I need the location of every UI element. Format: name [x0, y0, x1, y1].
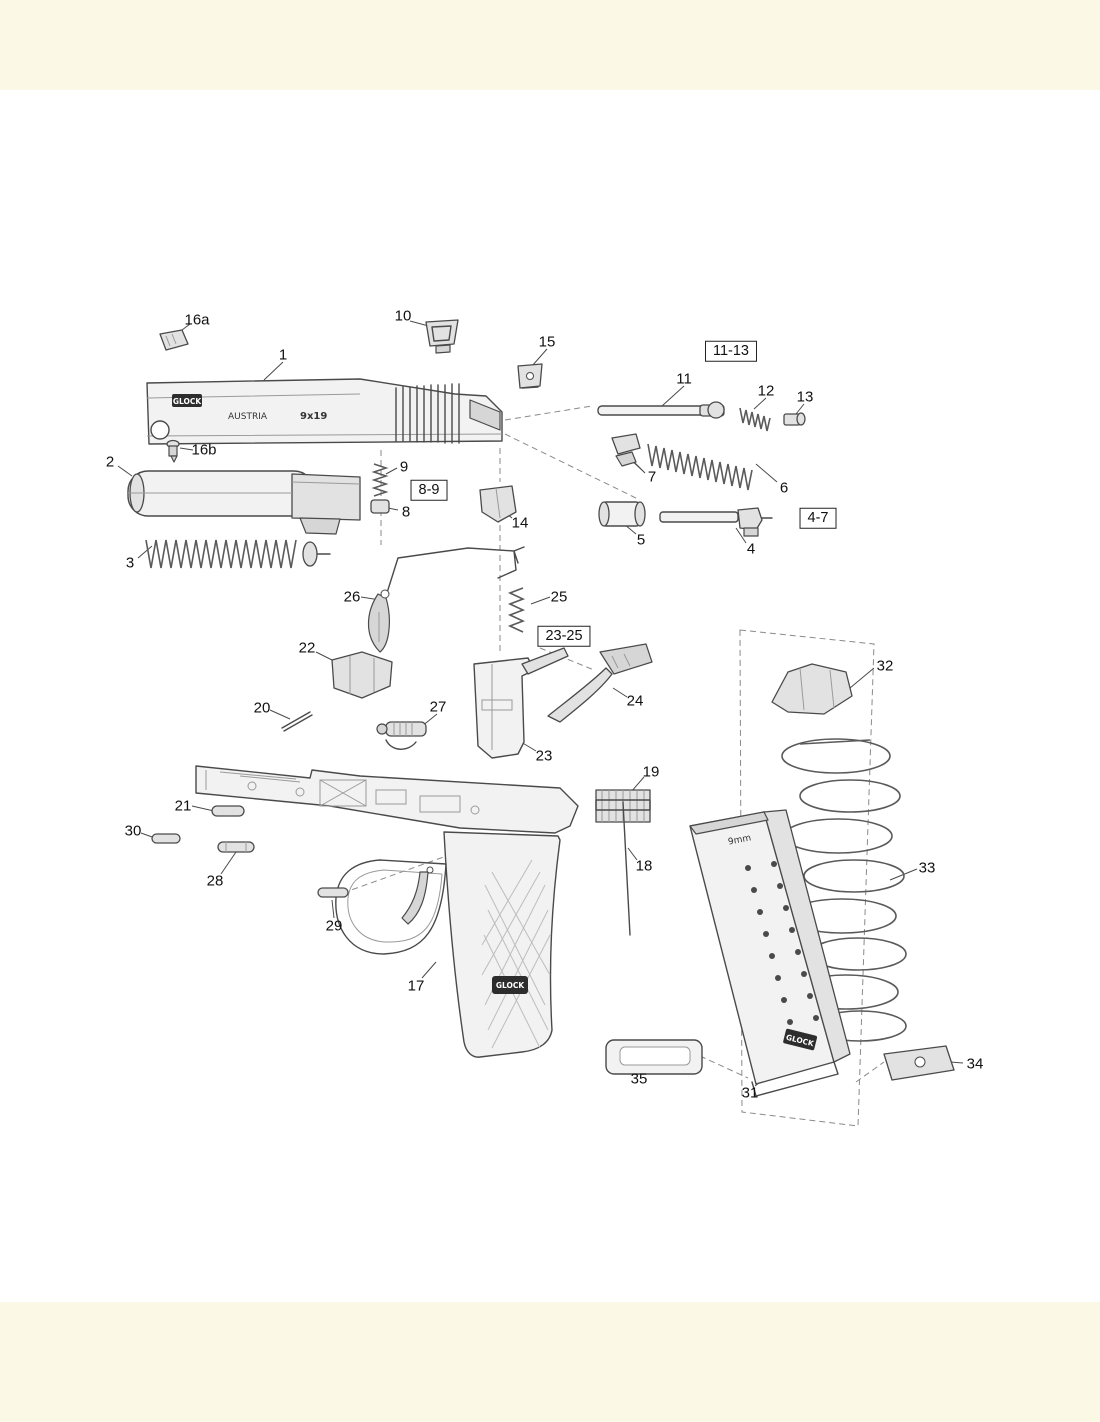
part-label-31: 31 [741, 1084, 759, 1102]
part-label-5: 5 [636, 531, 646, 549]
part-label-16b: 16b [191, 441, 217, 459]
part-label-18: 18 [635, 857, 653, 875]
part-label-26: 26 [343, 588, 361, 606]
group-label-23-25: 23-25 [537, 625, 591, 647]
recoil-spring-part [145, 539, 331, 569]
part-label-19: 19 [642, 763, 660, 781]
extractor-part [479, 485, 517, 523]
top-margin-band [0, 0, 1100, 90]
part-label-30: 30 [124, 822, 142, 840]
sight-part [517, 363, 543, 389]
cover-plate-screw-part [166, 439, 180, 463]
group-label-11-13: 11-13 [704, 340, 758, 362]
part-label-32: 32 [876, 657, 894, 675]
part-label-27: 27 [429, 698, 447, 716]
trigger-housing-pin-part [151, 833, 181, 844]
slide-cover-plate-part [159, 329, 189, 351]
part-label-6: 6 [779, 479, 789, 497]
part-label-1: 1 [278, 346, 288, 364]
trigger-housing-part [473, 647, 569, 759]
part-label-7: 7 [647, 468, 657, 486]
part-label-10: 10 [394, 307, 412, 325]
spacer-sleeve-spring-part [370, 463, 390, 514]
part-label-23: 23 [535, 747, 553, 765]
magazine-insert-part [883, 1045, 955, 1081]
spring-loaded-bearing-part [370, 499, 390, 514]
part-label-16a: 16a [184, 311, 210, 329]
part-label-22: 22 [298, 639, 316, 657]
slide-logo-box [172, 394, 202, 407]
part-label-20: 20 [253, 699, 271, 717]
part-label-4: 4 [746, 540, 756, 558]
part-label-28: 28 [206, 872, 224, 890]
slide-part: GLOCK AUSTRIA 9x19 [146, 378, 503, 445]
barrel-part [127, 470, 361, 535]
slide-lock-part [376, 721, 427, 750]
extractor-depressor-part [611, 433, 641, 467]
trigger-spring-rod-part [622, 801, 631, 936]
slide-brand-marking: GLOCK [173, 397, 203, 406]
part-label-17: 17 [407, 977, 425, 995]
part-label-33: 33 [918, 859, 936, 877]
slide-stop-lever-part [547, 643, 653, 723]
frame-brand-marking: GLOCK [496, 981, 526, 990]
part-label-14: 14 [511, 514, 529, 532]
part-label-34: 34 [966, 1055, 984, 1073]
group-label-8-9: 8-9 [410, 479, 448, 501]
receiver-pin-part [317, 887, 349, 898]
part-label-21: 21 [174, 797, 192, 815]
part-label-3: 3 [125, 554, 135, 572]
part-label-8: 8 [401, 503, 411, 521]
magazine-caliber-marking: 9mm [727, 833, 752, 847]
trigger-with-bar-part [368, 546, 525, 653]
slide-caliber-marking: 9x19 [300, 411, 327, 422]
spacer-sleeve-part [598, 501, 646, 527]
magazine-follower-part [771, 663, 853, 715]
part-label-12: 12 [757, 382, 775, 400]
locking-block-pin-part [211, 805, 245, 817]
part-label-9: 9 [399, 458, 409, 476]
magazine-body-part: 9mm GLOCK [689, 809, 851, 1097]
firing-pin-part [597, 401, 725, 419]
firing-pin-safety-part [659, 507, 773, 537]
bottom-margin-band [0, 1302, 1100, 1422]
rear-sight-part [425, 319, 459, 354]
part-label-2: 2 [105, 453, 115, 471]
part-label-24: 24 [626, 692, 644, 710]
grip-logo-box [492, 976, 528, 994]
group-label-4-7: 4-7 [799, 507, 837, 529]
trigger-spring-part [507, 587, 526, 633]
frame-part: GLOCK [195, 765, 579, 1058]
part-label-35: 35 [630, 1070, 648, 1088]
magazine-floor-plate-part [605, 1039, 703, 1075]
firing-pin-spring-part [739, 407, 771, 432]
spring-cups-part [783, 412, 806, 426]
depressor-plunger-spring-part [647, 443, 753, 491]
part-label-29: 29 [325, 917, 343, 935]
part-label-11: 11 [676, 370, 692, 388]
coiled-pin-part [281, 711, 313, 732]
part-label-25: 25 [550, 588, 568, 606]
slide-country-marking: AUSTRIA [228, 412, 268, 422]
part-label-13: 13 [796, 388, 814, 406]
magazine-logo-box: GLOCK [783, 1028, 818, 1051]
trigger-pin-part [217, 841, 255, 853]
part-label-15: 15 [538, 333, 556, 351]
slide-stop-spring-block-part [595, 789, 651, 823]
locking-block-part [331, 651, 393, 699]
